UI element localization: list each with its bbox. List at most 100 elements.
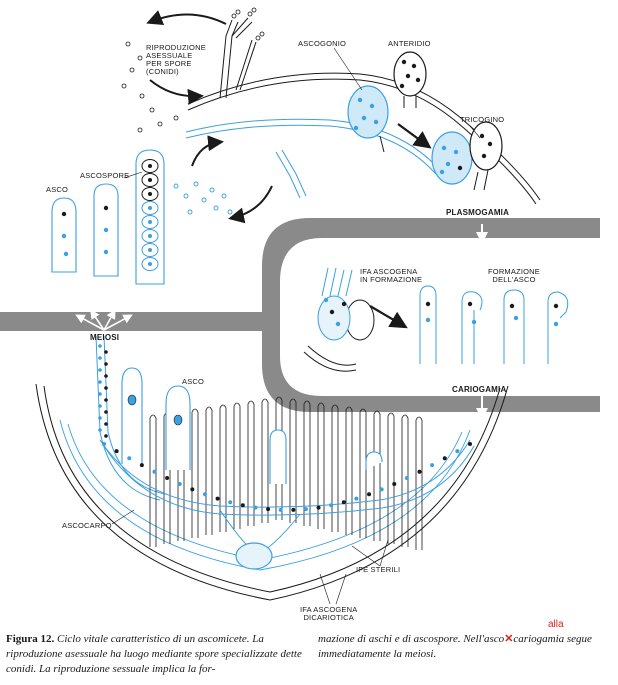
dikaryon-nucleus (102, 442, 106, 446)
sterile-hypha (415, 416, 423, 550)
curved-arrow-to-hypha (191, 135, 224, 167)
label-plasmogamia: PLASMOGAMIA (446, 208, 510, 217)
dikaryon-nucleus (228, 500, 233, 505)
label-anteridio: ANTERIDIO (388, 39, 431, 48)
label-meiosi: MEIOSI (90, 333, 120, 342)
leader-ascocarpo (111, 509, 135, 525)
sterile-hypha (247, 400, 255, 526)
arrow-to-asco-formation (369, 305, 408, 329)
nucleus-dot (509, 303, 515, 309)
dikaryon-nucleus (266, 507, 271, 512)
stalk-nucleus (104, 386, 108, 390)
ascospore-nucleus (148, 220, 152, 224)
asco-nucleus-b (173, 414, 183, 426)
label-ifa-formazione: IFA ASCOGENA IN FORMAZIONE (360, 267, 423, 284)
sterile-hypha (261, 398, 269, 523)
antheridium (393, 51, 427, 108)
stalk-nucleus (98, 356, 102, 360)
leader-tricogino (469, 125, 481, 139)
curved-arrow-asexual-up (146, 10, 227, 25)
dikaryon-nucleus (291, 507, 296, 512)
ascospore-nucleus (148, 206, 152, 210)
sterile-hypha (345, 406, 353, 535)
dikaryon-nucleus (367, 492, 372, 497)
dikaryon-nucleus (215, 496, 220, 501)
ascospore-nucleus (148, 262, 152, 266)
label-formazione-asco: FORMAZIONE DELL'ASCO (488, 267, 540, 284)
dikaryon-nucleus (468, 442, 472, 446)
asco-nucleus (61, 233, 67, 239)
stalk-nucleus (104, 362, 108, 366)
sterile-hypha (303, 400, 311, 526)
ascogenous-hypha (303, 267, 375, 372)
plasmogamia-band (0, 218, 600, 412)
ascospores-released (173, 181, 233, 215)
leader-ife-sterili (351, 539, 389, 567)
arrow-ascogonio-to-tricogino (397, 123, 432, 149)
dikaryon-nucleus (442, 456, 447, 461)
correction-mark-x: ✕ (504, 633, 514, 645)
stalk-nucleus (98, 428, 102, 432)
nucleus-dot (335, 321, 341, 327)
dikaryon-nucleus (329, 503, 334, 508)
dikaryon-nucleus (139, 463, 144, 468)
caption-text-2a: mazione di aschi e di ascospore. Nell'as… (318, 633, 505, 645)
dikaryon-nucleus (392, 481, 397, 486)
crozier-nuclei (323, 297, 559, 327)
main-hypha (187, 17, 541, 205)
dikaryon-nucleus (379, 487, 384, 492)
ascospore-nucleus (148, 164, 152, 168)
ascospore-nucleus (148, 178, 152, 182)
dikaryon-nucleus (455, 449, 460, 454)
label-asco-mid: ASCO (182, 377, 205, 386)
ascogenous-hypha-segment (103, 445, 475, 516)
stalk-nucleus (98, 416, 102, 420)
leader-ascogonio (333, 47, 363, 91)
nucleus-dot (425, 301, 431, 307)
nucleus-dot (411, 63, 417, 69)
conidia-scatter (121, 41, 179, 133)
nucleus-dot (401, 59, 407, 65)
nucleus-dot (361, 115, 367, 121)
sterile-hypha (233, 402, 241, 529)
nucleus-dot (479, 133, 485, 139)
label-tricogino: TRICOGINO (460, 115, 505, 124)
caption-text-1: Ciclo vitale caratteristico di un ascomi… (6, 633, 302, 675)
stalk-nucleus (104, 410, 108, 414)
label-riproduzione: RIPRODUZIONE ASESSUALE PER SPORE (CONIDI… (146, 43, 206, 76)
nucleus-dot (487, 141, 493, 147)
label-ascocarpo: ASCOCARPO (62, 521, 112, 530)
figure-label: Figura 12. (6, 633, 55, 645)
label-ifa-dicariotica: IFA ASCOGENA DICARIOTICA (300, 605, 358, 622)
stalk-nucleus (98, 368, 102, 372)
nucleus-dot (341, 301, 347, 307)
sterile-hypha (317, 402, 325, 529)
sterile-hypha (219, 404, 227, 532)
meiosi-arrows (75, 309, 133, 331)
blue-hypha (185, 118, 441, 199)
ascogonium-base (235, 542, 273, 570)
dikaryon-nucleus (177, 481, 182, 486)
nucleus-dot (329, 309, 335, 315)
nucleus-dot (415, 77, 421, 83)
dikaryon-nucleus (114, 449, 119, 454)
stalk-nucleus (104, 398, 108, 402)
ascogonium (347, 85, 389, 153)
sterile-hypha (359, 408, 367, 538)
stalk-nucleus (104, 434, 108, 438)
sterile-hypha (387, 412, 395, 544)
nucleus-dot (457, 165, 463, 171)
label-ascospore: ASCOSPORE (80, 171, 130, 180)
sterile-hypha (149, 414, 157, 547)
ascospore-nucleus (148, 192, 152, 196)
trichogyne-stage (431, 121, 503, 191)
ascogenous-hypha-segment (99, 439, 471, 508)
sterile-hypha (401, 414, 409, 547)
big-asci (121, 367, 383, 484)
dikaryon-nucleus (430, 463, 435, 468)
correction-alla: alla (548, 619, 564, 630)
sterile-hypha (205, 406, 213, 535)
nucleus-dot (441, 145, 447, 151)
